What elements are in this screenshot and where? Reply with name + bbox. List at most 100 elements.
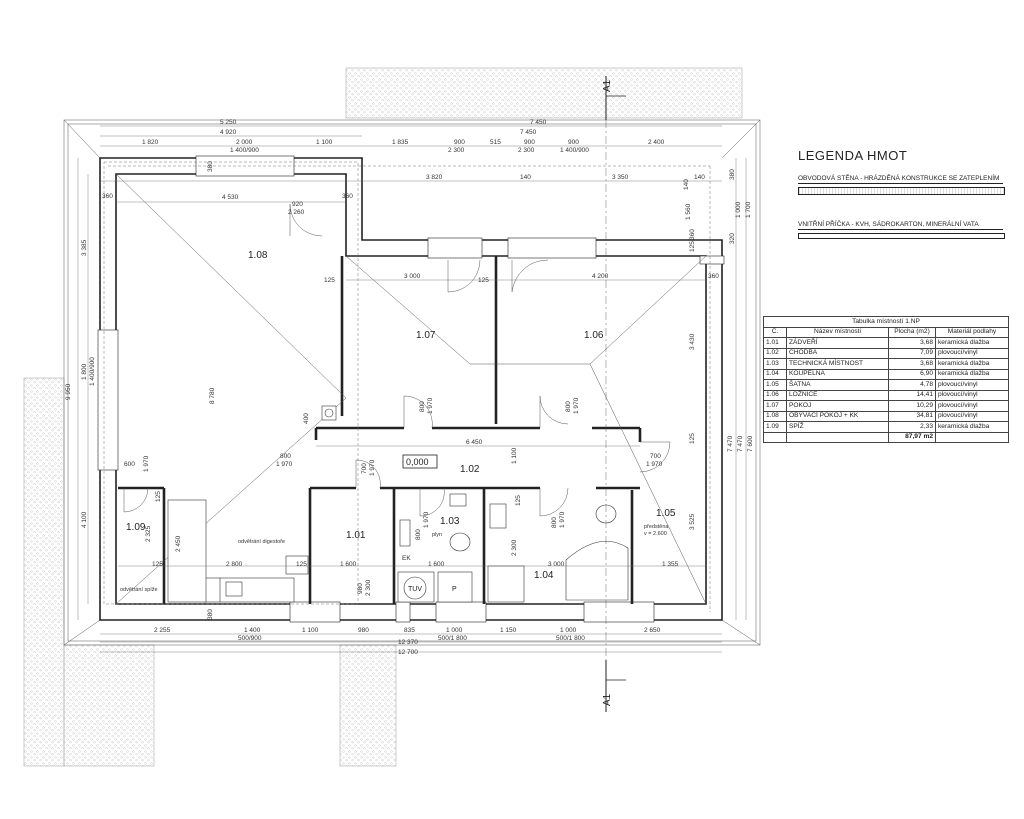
dim-1970f: 1 970 xyxy=(646,461,663,468)
legend-swatch-exterior-wall xyxy=(798,187,1005,195)
dim-800c: 800 xyxy=(280,453,291,460)
room-105-label: 1.05 xyxy=(656,508,676,519)
dim-top-1820: 1 820 xyxy=(142,139,159,146)
dim-bottom-1000b: 1 000 xyxy=(560,627,577,634)
table-cell: KOUPELNA xyxy=(786,368,889,380)
table-cell: ŠATNA xyxy=(786,379,889,391)
room-table-header-cell: Plocha (m2) xyxy=(888,326,936,338)
table-cell: 1.05 xyxy=(763,379,787,391)
dim-left-380a: 380 xyxy=(207,161,214,172)
table-cell: 34,81 xyxy=(888,410,936,422)
dim-top-515: 515 xyxy=(490,139,501,146)
section-mark-bottom: A1 xyxy=(602,693,613,706)
dim-360b: 360 xyxy=(342,193,353,200)
dim-top-900a: 900 xyxy=(454,139,465,146)
dim-bottom-500-900: 500/900 xyxy=(238,635,262,642)
dim-125f: 125 xyxy=(296,561,307,568)
table-cell: 1.01 xyxy=(763,337,787,349)
room-table-total-row: 87,97 m2 xyxy=(763,431,1009,443)
dim-left-4100: 4 100 xyxy=(81,511,88,528)
dim-140b: 140 xyxy=(694,174,705,181)
dim-125b: 125 xyxy=(478,277,489,284)
dim-left-9950: 9 950 xyxy=(65,383,72,400)
doors xyxy=(123,203,671,517)
room-104-label: 1.04 xyxy=(534,570,554,581)
room-table-header: Č. Název místnosti Plocha (m2) Materiál … xyxy=(763,326,1009,338)
dim-right-140: 140 xyxy=(683,179,690,190)
dim-125g: 125 xyxy=(689,241,696,252)
table-cell: plovoucí/vinyl xyxy=(935,379,1009,391)
dim-top-2300b: 2 300 xyxy=(518,147,535,154)
table-cell: SPÍŽ xyxy=(786,421,889,433)
tuv-label: TUV xyxy=(408,586,422,593)
dim-2300e: 2 300 xyxy=(365,579,372,596)
dim-125d: 125 xyxy=(515,495,522,506)
dim-800e: 800 xyxy=(551,517,558,528)
room-table-header-cell: Název místnosti xyxy=(786,326,889,338)
room-table: Tabulka místností 1.NP Č. Název místnost… xyxy=(763,316,1009,443)
p-label: P xyxy=(452,586,457,593)
fixtures xyxy=(167,405,629,603)
ek-label: EK xyxy=(402,555,411,562)
dim-top-900c: 900 xyxy=(568,139,579,146)
table-cell: plovoucí/vinyl xyxy=(935,410,1009,422)
dim-360e: 360 xyxy=(689,229,696,240)
table-cell: 3,68 xyxy=(888,358,936,370)
dim-right-7470a: 7 470 xyxy=(727,435,734,452)
dim-125e: 125 xyxy=(152,561,163,568)
dim-2300c: 2 300 xyxy=(511,539,518,556)
room-table-header-cell: Materiál podlahy xyxy=(935,326,1009,338)
table-cell: POKOJ xyxy=(786,400,889,412)
legend-swatch-interior-wall xyxy=(798,233,1005,239)
dim-2325: 2 325 xyxy=(145,525,152,542)
dim-right-7600: 7 600 xyxy=(747,435,754,452)
level-mark: 0,000 xyxy=(406,457,429,467)
dim-6450: 6 450 xyxy=(466,439,483,446)
dim-2260: 2 260 xyxy=(288,209,305,216)
plyn-label: plyn xyxy=(432,532,442,538)
table-cell: 6,90 xyxy=(888,368,936,380)
dim-980: 980 xyxy=(357,583,364,594)
dim-1970e: 1 970 xyxy=(143,455,150,472)
table-cell: LOŽNICE xyxy=(786,389,889,401)
table-cell: 3,68 xyxy=(888,337,936,349)
dim-3000b: 3 000 xyxy=(548,561,565,568)
room-table-caption: Tabulka místností 1.NP xyxy=(763,316,1009,328)
dim-125h: 125 xyxy=(689,433,696,444)
dim-left-1400-900: 1 400/900 xyxy=(89,357,96,386)
dim-bottom-835: 835 xyxy=(404,627,415,634)
table-cell: 10,29 xyxy=(888,400,936,412)
table-cell: keramická dlažba xyxy=(935,421,1009,433)
room-102-label: 1.02 xyxy=(460,464,480,475)
room-table-total: 87,97 m2 xyxy=(888,431,936,443)
dim-left-380b: 380 xyxy=(207,609,214,620)
dim-bottom-12370: 12 370 xyxy=(398,639,418,646)
legend-title: LEGENDA HMOT xyxy=(798,148,908,163)
room-109-label: 1.09 xyxy=(126,522,146,533)
table-cell: ZÁDVEŘÍ xyxy=(786,337,889,349)
dim-left-1800: 1 800 xyxy=(81,363,88,380)
table-cell: 1.03 xyxy=(763,358,787,370)
room-108-label: 1.08 xyxy=(248,250,268,261)
level-mark-box xyxy=(402,454,438,469)
dim-bottom-980: 980 xyxy=(358,627,369,634)
table-cell: keramická dlažba xyxy=(935,337,1009,349)
dim-4200: 4 200 xyxy=(592,273,609,280)
dim-360d: 360 xyxy=(708,273,719,280)
dim-1970g: 1 970 xyxy=(423,511,430,528)
table-cell: keramická dlažba xyxy=(935,368,1009,380)
dim-right-320: 320 xyxy=(729,233,736,244)
dim-top-1400-900b: 1 400/900 xyxy=(560,147,589,154)
windows xyxy=(97,155,725,623)
roof-lines xyxy=(103,161,711,612)
dim-1970d: 1 970 xyxy=(369,459,376,476)
dim-bottom-2255: 2 255 xyxy=(154,627,171,634)
table-cell: 4,78 xyxy=(888,379,936,391)
dim-top-2300a: 2 300 xyxy=(448,147,465,154)
